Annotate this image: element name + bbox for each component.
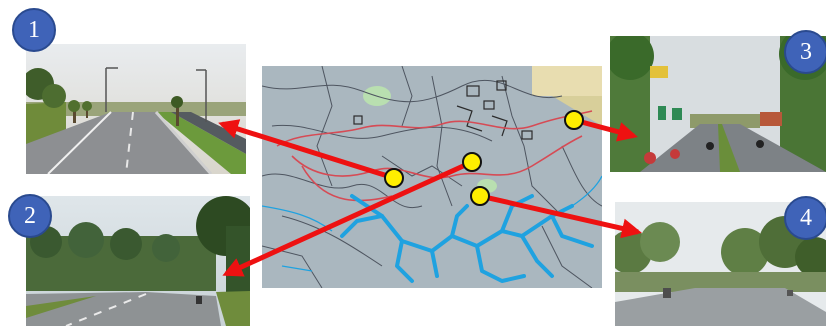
map-image [262, 66, 602, 288]
photo-1-road [26, 44, 246, 174]
badge-3: 3 [784, 30, 826, 74]
badge-2: 2 [8, 194, 52, 238]
photo-2-tree-lined-road [26, 196, 250, 326]
badge-4: 4 [784, 196, 826, 240]
badge-1: 1 [12, 8, 56, 52]
